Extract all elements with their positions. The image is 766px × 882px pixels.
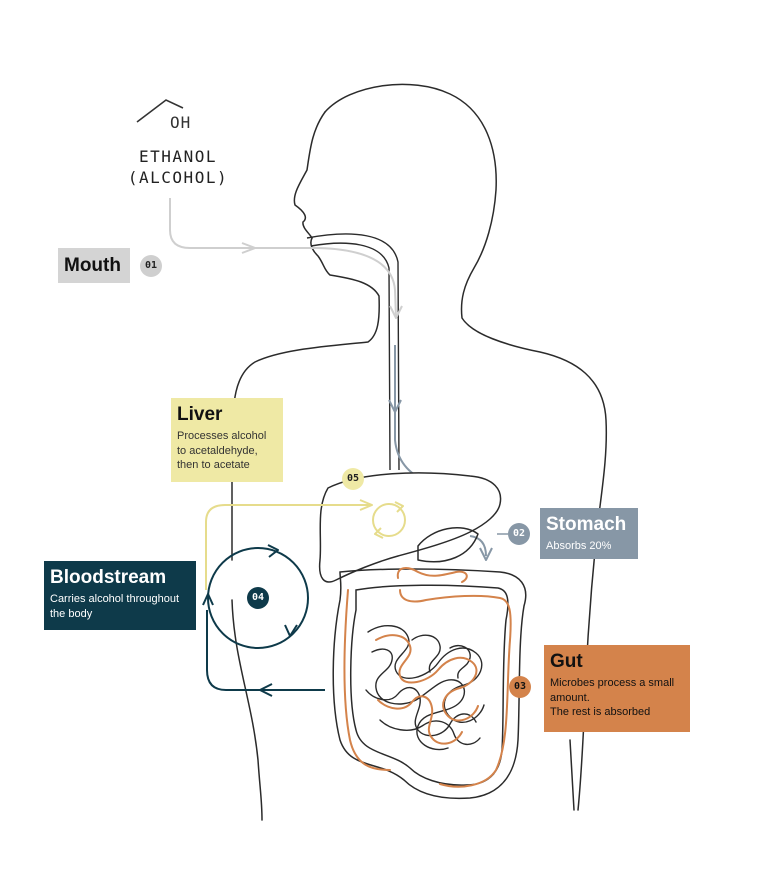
bloodstream-loop [202,544,325,697]
step-badge-01: 01 [140,255,162,277]
liver-label-box: Liver Processes alcohol to acetaldehyde,… [171,398,283,482]
step-badge-05: 05 [342,468,364,490]
ethanol-structure [136,99,184,123]
step-badge-03: 03 [509,676,531,698]
bloodstream-description-line: the body [50,607,93,620]
liver-description-line: then to acetate [177,459,250,471]
hydroxyl-label: OH [170,113,192,132]
stomach-label-box: Stomach Absorbs 20% [540,508,638,559]
mouth-title: Mouth [64,255,121,276]
mouth-label-box: Mouth [58,248,130,283]
gut-description-line: Microbes process a small [550,677,675,689]
mouth-path [169,198,403,319]
liver-description-line: to acetaldehyde, [177,444,258,457]
bloodstream-description: Carries alcohol throughout the body [50,592,190,621]
liver-description: Processes alcohol to acetaldehyde, then … [177,429,277,473]
small-intestine [343,567,512,788]
liver-organ [318,472,502,583]
step-badge-02: 02 [508,523,530,545]
ethanol-label: ETHANOL (ALCOHOL) [118,146,238,188]
stomach-description: Absorbs 20% [546,540,612,552]
ethanol-name-line2: (ALCOHOL) [127,168,229,187]
bloodstream-label-box: Bloodstream Carries alcohol throughout t… [44,561,196,630]
step-badge-04: 04 [247,587,269,609]
liver-loop [205,499,406,590]
gut-description: Microbes process a small amount. The res… [550,676,684,720]
gut-title: Gut [550,651,583,672]
liver-title: Liver [177,404,223,425]
gut-description-line: amount. [550,691,590,704]
gut-label-box: Gut Microbes process a small amount. The… [544,645,690,732]
large-intestine [332,568,527,800]
ethanol-name-line1: ETHANOL [139,147,217,166]
esophagus [306,233,400,471]
bloodstream-description-line: Carries alcohol throughout [50,593,180,605]
liver-description-line: Processes alcohol [177,430,267,442]
gut-description-line: The rest is absorbed [550,706,651,718]
bloodstream-title: Bloodstream [50,567,167,588]
stomach-title: Stomach [546,514,627,535]
